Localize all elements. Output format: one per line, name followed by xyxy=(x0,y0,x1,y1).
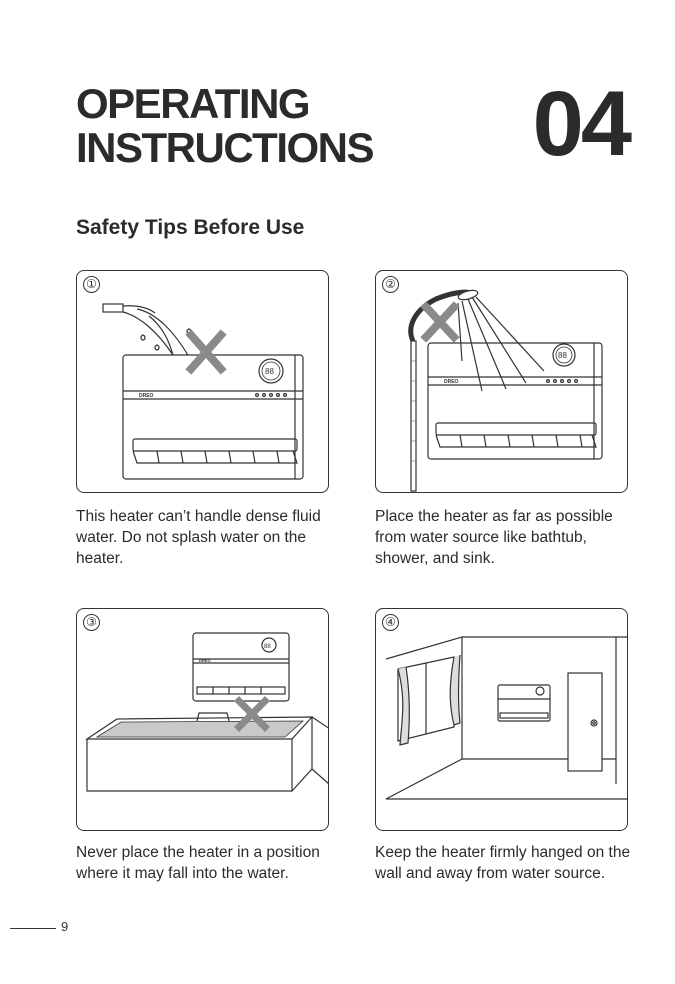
display-readout-3: 88 xyxy=(264,644,271,650)
display-readout-2: 88 xyxy=(558,351,567,360)
title-line-1: OPERATING xyxy=(76,80,311,127)
tip-caption-3: Never place the heater in a position whe… xyxy=(76,844,320,882)
page-title: OPERATING INSTRUCTIONS xyxy=(76,80,375,171)
brand-label-1: DREO xyxy=(139,393,154,399)
title-line-2: INSTRUCTIONS xyxy=(76,124,375,171)
page-number: 9 xyxy=(61,919,69,934)
tip-caption-2: Place the heater as far as possible from… xyxy=(375,508,613,567)
brand-label-2: DREO xyxy=(444,379,459,385)
tip-card-3: ③ DREO 88 xyxy=(76,608,329,831)
footer-rule xyxy=(10,928,56,929)
prohibited-x-icon xyxy=(185,329,227,375)
tip-card-4: ④ xyxy=(375,608,628,831)
section-title: Safety Tips Before Use xyxy=(76,216,305,239)
brand-label-3: DREO xyxy=(199,658,211,663)
prohibited-x-icon xyxy=(420,301,460,343)
tip-card-1: ① xyxy=(76,270,329,493)
chapter-number: 04 xyxy=(532,73,632,175)
tip-card-2: ② xyxy=(375,270,628,493)
tip-number-3: ③ xyxy=(83,614,100,631)
tip-illustration-bathtub: DREO 88 xyxy=(85,632,328,792)
display-readout-1: 88 xyxy=(265,367,274,376)
tip-number-2: ② xyxy=(382,276,399,293)
tip-illustration-shower: DREO 88 xyxy=(408,289,603,492)
tip-caption-4: Keep the heater firmly hanged on the wal… xyxy=(375,844,631,882)
prohibited-x-icon xyxy=(234,696,270,732)
tip-illustration-splash: DREO 88 xyxy=(102,303,304,480)
tip-caption-1: This heater can’t handle dense fluid wat… xyxy=(76,508,321,567)
tip-number-4: ④ xyxy=(382,614,399,631)
tip-number-1: ① xyxy=(83,276,100,293)
tip-illustration-room xyxy=(385,636,627,800)
